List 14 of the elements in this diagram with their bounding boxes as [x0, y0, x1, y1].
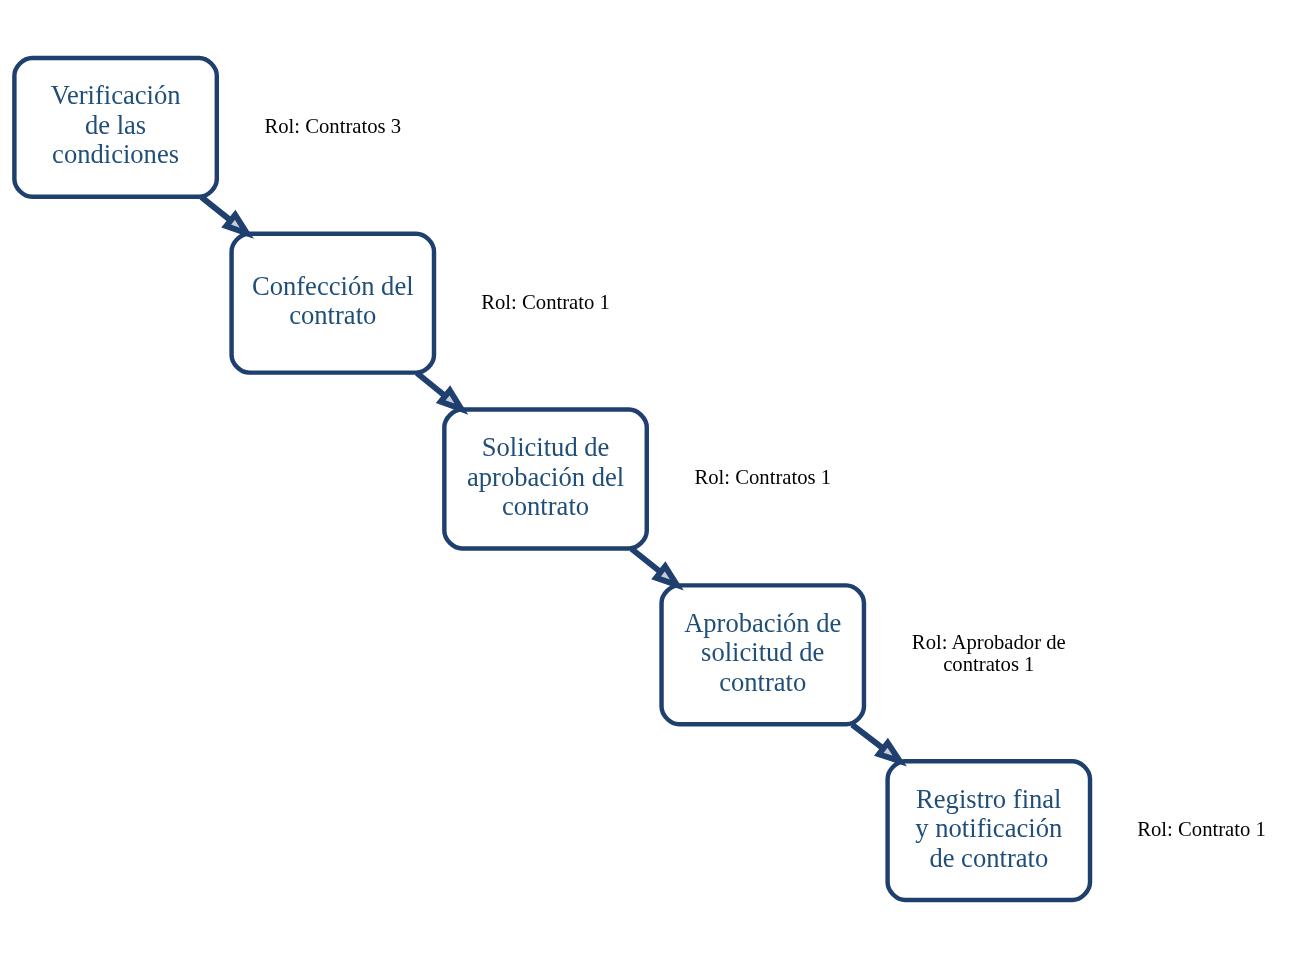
arrow	[629, 546, 684, 590]
node-box: Solicitud de aprobación del contrato	[442, 406, 649, 551]
node-label: Rol: Contrato 1	[1137, 817, 1266, 840]
node-box: Verificación de las condiciones	[12, 55, 220, 199]
node-label: Rol: Contratos 1	[694, 465, 832, 488]
node-box: Confección del contrato	[229, 231, 437, 375]
node-label: Rol: Aprobador de contratos 1	[911, 630, 1066, 675]
node-label: Rol: Contratos 3	[264, 114, 402, 137]
node-box: Registro final y notificación de contrato	[885, 758, 1093, 902]
node-label: Rol: Contrato 1	[481, 290, 610, 313]
arrow	[850, 721, 907, 766]
node-box: Aprobación de solicitud de contrato	[659, 582, 867, 726]
arrow	[415, 370, 469, 415]
arrow	[199, 194, 254, 239]
